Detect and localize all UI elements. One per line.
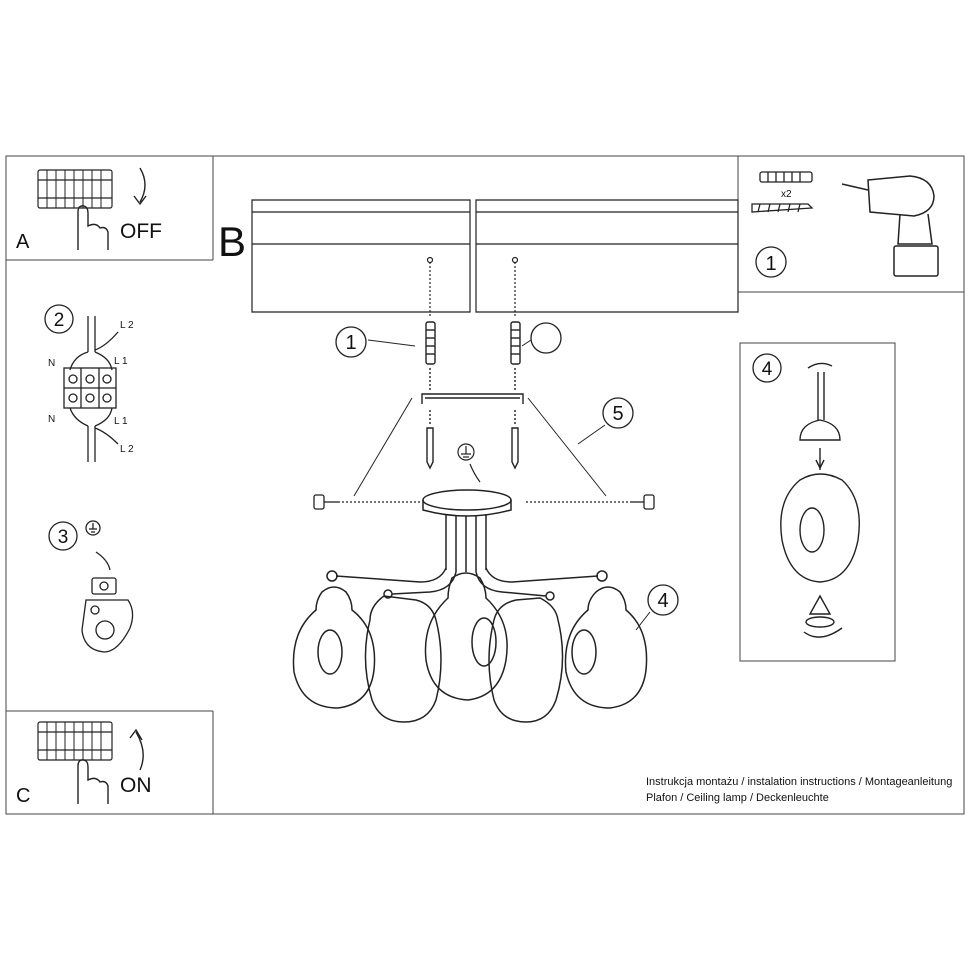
- callout-leaders: [367, 339, 651, 631]
- shade-callout-circle: [752, 353, 782, 383]
- wall-plugs: [425, 321, 521, 392]
- ground-connector: [81, 520, 134, 653]
- panel-a-letter: A: [16, 231, 30, 253]
- breaker-off-illustration: [37, 169, 113, 250]
- frame-lines: [5, 155, 965, 815]
- panel-c-letter: C: [16, 785, 30, 807]
- callout-screws-number: 1: [345, 332, 356, 354]
- wiring-label-l1-top: L 1: [114, 356, 128, 367]
- wiring-label-n-bottom: N: [48, 414, 55, 425]
- shade-detail: [780, 362, 860, 638]
- footer-caption: Instrukcja montażu / instalation instruc…: [646, 774, 952, 806]
- tools-step-number: 1: [765, 253, 776, 275]
- canopy-perspective-lines: [353, 397, 607, 497]
- ground-callout-circle: [48, 521, 78, 551]
- wiring-label-l2-bottom: L 2: [120, 444, 134, 455]
- main-callout-circles: [335, 322, 679, 616]
- wiring-label-l1-bottom: L 1: [114, 416, 128, 427]
- screw-icon: [751, 203, 814, 213]
- tools-callout-circle: [755, 246, 787, 278]
- arrow-down-icon: [133, 167, 147, 206]
- glass-shades: [292, 572, 648, 723]
- lamp-canopy: [422, 489, 512, 572]
- ground-symbol-icon: [457, 443, 481, 483]
- panel-b-letter: B: [218, 218, 246, 265]
- breaker-on-illustration: [37, 721, 113, 804]
- callout-shades-number: 4: [657, 590, 668, 612]
- drill-icon: [841, 175, 939, 277]
- wiring-step-number: 2: [54, 310, 65, 331]
- wiring-callout-circle: [44, 304, 74, 334]
- svg-labels: A OFF B C ON x2 1 2 L 2 N L 1 N L 1 L 2 …: [16, 189, 792, 807]
- panel-a-state: OFF: [120, 220, 162, 243]
- wiring-label-n-top: N: [48, 358, 55, 369]
- wall-plug-icon: [759, 171, 813, 183]
- tools-quantity: x2: [781, 189, 792, 200]
- arrow-up-icon: [129, 728, 144, 771]
- wiring-label-l2-top: L 2: [120, 320, 134, 331]
- footer-line-2: Plafon / Ceiling lamp / Deckenleuchte: [646, 792, 829, 804]
- callout-canopy-number: 5: [612, 403, 623, 425]
- panel-c-state: ON: [120, 774, 152, 797]
- footer-line-1: Instrukcja montażu / instalation instruc…: [646, 776, 953, 788]
- ceiling-slabs: [251, 199, 739, 318]
- side-screws: [313, 494, 655, 510]
- ground-step-number: 3: [58, 527, 69, 548]
- wiring-diagram: [63, 316, 119, 462]
- shade-step-number: 4: [762, 359, 773, 380]
- mounting-bracket: [421, 393, 524, 470]
